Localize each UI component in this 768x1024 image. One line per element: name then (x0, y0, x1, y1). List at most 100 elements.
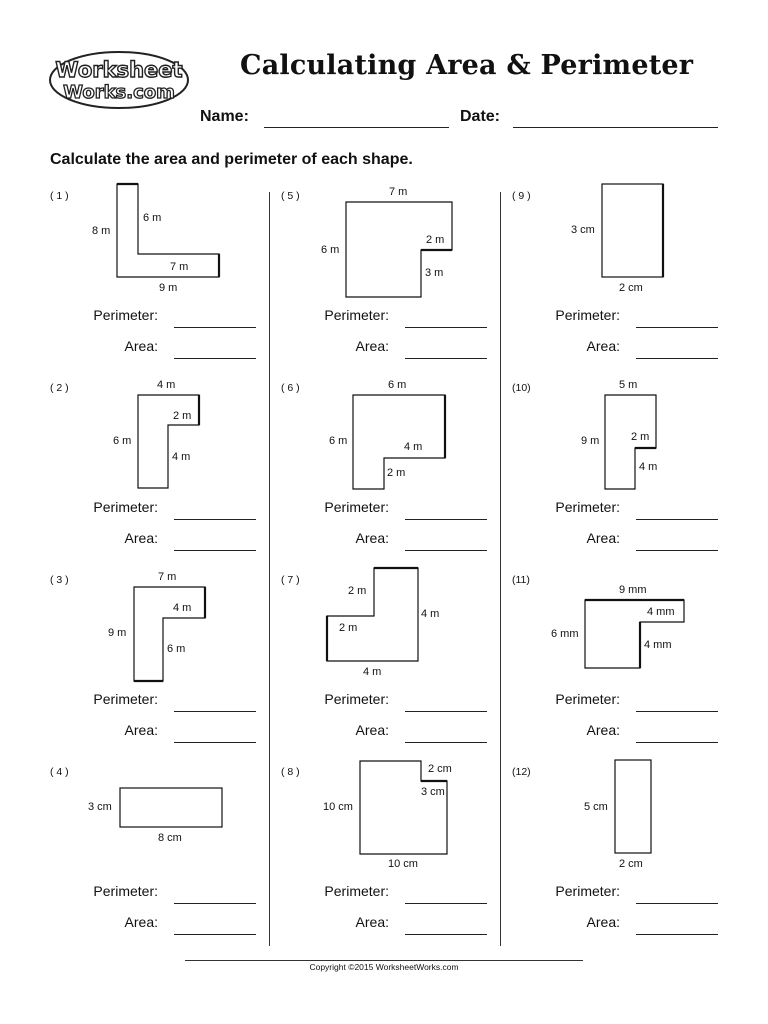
area-answer-field-9[interactable] (636, 358, 718, 359)
worksheetworks-logo: Worksheet Works.com (49, 51, 189, 109)
area-answer-field-6[interactable] (405, 550, 487, 551)
dimension-label: 2 m (631, 431, 649, 443)
dimension-label: 2 m (426, 234, 444, 246)
perimeter-label: Perimeter: (324, 691, 389, 707)
logo-line2: Works.com (63, 82, 175, 103)
perimeter-answer-field-12[interactable] (636, 903, 718, 904)
problem-2: ( 2 ) 4 m 2 m 6 m 4 m (50, 379, 280, 574)
dimension-label: 4 m (173, 602, 191, 614)
perimeter-answer-field-6[interactable] (405, 519, 487, 520)
shape-l-figure: 2 m 4 m 2 m 4 m (325, 566, 439, 678)
dimension-label: 6 mm (551, 628, 579, 640)
dimension-label: 2 cm (619, 858, 643, 870)
dimension-label: 6 m (167, 643, 185, 655)
problem-number: ( 5 ) (281, 190, 300, 202)
area-answer-field-5[interactable] (405, 358, 487, 359)
area-label: Area: (586, 338, 620, 354)
dimension-label: 6 m (321, 244, 339, 256)
area-answer-field-1[interactable] (174, 358, 256, 359)
area-label: Area: (586, 530, 620, 546)
perimeter-answer-field-8[interactable] (405, 903, 487, 904)
perimeter-label: Perimeter: (324, 499, 389, 515)
dimension-label: 4 m (363, 666, 381, 678)
problem-6: ( 6 ) 6 m 6 m 4 m 2 m (281, 379, 511, 574)
problem-number: ( 4 ) (50, 766, 69, 778)
perimeter-label: Perimeter: (555, 883, 620, 899)
area-label: Area: (124, 914, 158, 930)
area-label: Area: (124, 530, 158, 546)
area-answer-field-3[interactable] (174, 742, 256, 743)
perimeter-label: Perimeter: (324, 307, 389, 323)
problem-number: ( 6 ) (281, 382, 300, 394)
problem-number: ( 9 ) (512, 190, 531, 202)
shape-l-figure: 7 m 6 m 2 m 3 m (321, 186, 453, 298)
perimeter-answer-field-11[interactable] (636, 711, 718, 712)
problem-number: ( 2 ) (50, 382, 69, 394)
copyright-text: Copyright ©2015 WorksheetWorks.com (309, 962, 459, 972)
problem-10: (10) 5 m 9 m 2 m 4 m (512, 379, 742, 574)
perimeter-answer-field-3[interactable] (174, 711, 256, 712)
dimension-label: 3 m (425, 267, 443, 279)
dimension-label: 4 mm (647, 606, 675, 618)
footer-divider (185, 960, 583, 961)
area-answer-field-7[interactable] (405, 742, 487, 743)
area-answer-field-2[interactable] (174, 550, 256, 551)
perimeter-answer-field-4[interactable] (174, 903, 256, 904)
instructions: Calculate the area and perimeter of each… (50, 151, 413, 168)
page-title: Calculating Area & Perimeter (240, 50, 694, 81)
perimeter-label: Perimeter: (555, 307, 620, 323)
problem-number: ( 3 ) (50, 574, 69, 586)
perimeter-answer-field-9[interactable] (636, 327, 718, 328)
area-answer-field-12[interactable] (636, 934, 718, 935)
problem-5: ( 5 ) 7 m 6 m 2 m 3 m (281, 186, 511, 382)
area-answer-field-11[interactable] (636, 742, 718, 743)
perimeter-answer-field-7[interactable] (405, 711, 487, 712)
dimension-label: 3 cm (571, 224, 595, 236)
dimension-label: 3 cm (421, 786, 445, 798)
problem-3: ( 3 ) 7 m 4 m 9 m 6 m (50, 571, 280, 766)
dimension-label: 4 m (421, 608, 439, 620)
dimension-label: 6 m (388, 379, 406, 391)
area-label: Area: (355, 914, 389, 930)
dimension-label: 5 cm (584, 801, 608, 813)
perimeter-label: Perimeter: (324, 883, 389, 899)
perimeter-answer-field-1[interactable] (174, 327, 256, 328)
dimension-label: 5 m (619, 379, 637, 391)
area-label: Area: (355, 338, 389, 354)
problem-4: ( 4 ) 3 cm 8 cm (50, 766, 280, 958)
dimension-label: 4 mm (644, 639, 672, 651)
dimension-label: 2 cm (428, 763, 452, 775)
area-answer-field-4[interactable] (174, 934, 256, 935)
perimeter-answer-field-2[interactable] (174, 519, 256, 520)
dimension-label: 8 m (92, 225, 110, 237)
date-label: Date: (460, 108, 501, 125)
problem-11: (11) 9 mm 4 mm 6 mm 4 mm (512, 574, 742, 766)
shape-l-figure: 5 m 9 m 2 m 4 m (581, 379, 657, 490)
area-answer-field-8[interactable] (405, 934, 487, 935)
dimension-label: 10 cm (323, 801, 353, 813)
date-field[interactable] (513, 127, 718, 128)
dimension-label: 7 m (158, 571, 176, 583)
name-label: Name: (200, 108, 249, 125)
shape-rectangle: 3 cm 8 cm (88, 787, 223, 844)
dimension-label: 4 m (172, 451, 190, 463)
perimeter-answer-field-10[interactable] (636, 519, 718, 520)
problem-number: (11) (512, 574, 530, 586)
shape-l-figure: 4 m 2 m 6 m 4 m (113, 379, 201, 489)
perimeter-label: Perimeter: (93, 691, 158, 707)
area-label: Area: (586, 914, 620, 930)
dimension-label: 9 m (159, 282, 177, 294)
perimeter-label: Perimeter: (93, 307, 158, 323)
name-field[interactable] (264, 127, 449, 128)
dimension-label: 2 m (387, 467, 405, 479)
dimension-label: 9 m (108, 627, 126, 639)
shape-l-figure: 7 m 4 m 9 m 6 m (108, 571, 207, 683)
perimeter-answer-field-5[interactable] (405, 327, 487, 328)
perimeter-label: Perimeter: (93, 883, 158, 899)
problem-number: (10) (512, 382, 531, 394)
area-answer-field-10[interactable] (636, 550, 718, 551)
problem-1: ( 1 ) 8 m 6 m 7 m 9 m (50, 182, 280, 382)
problem-number: ( 8 ) (281, 766, 300, 778)
dimension-label: 6 m (143, 212, 161, 224)
dimension-label: 6 m (329, 435, 347, 447)
